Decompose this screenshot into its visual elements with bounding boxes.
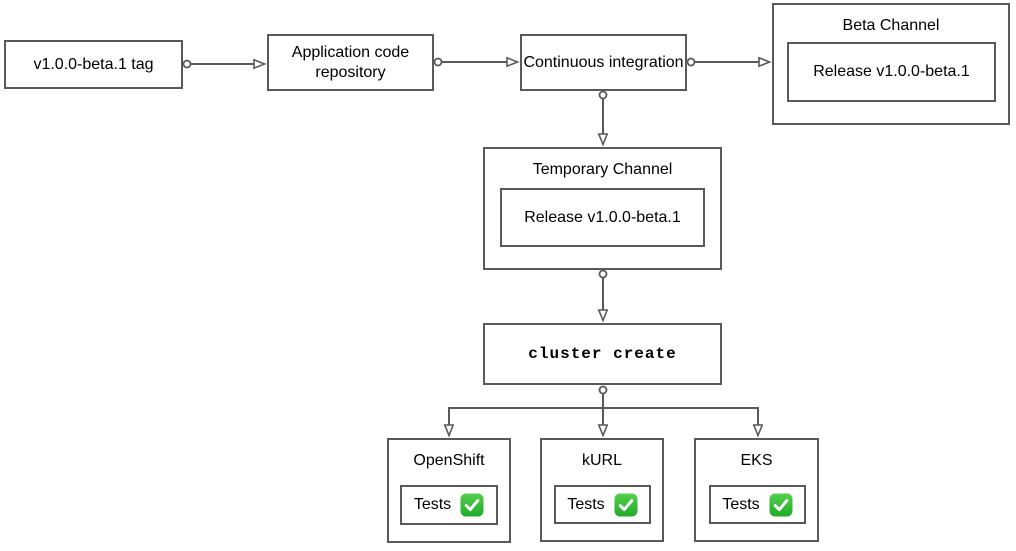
edge-source-dot bbox=[686, 57, 696, 67]
kurl-tests-box: Tests bbox=[554, 485, 651, 524]
beta-release-label: Release v1.0.0-beta.1 bbox=[813, 63, 970, 80]
temporary-release-label: Release v1.0.0-beta.1 bbox=[524, 208, 681, 226]
node-version-tag: v1.0.0-beta.1 tag bbox=[4, 40, 183, 89]
edge-source-dot bbox=[598, 385, 608, 395]
kurl-tests-label: Tests bbox=[567, 495, 605, 513]
eks-title: EKS bbox=[740, 452, 773, 469]
cluster-create-label: cluster create bbox=[528, 345, 677, 363]
edge-source-dot bbox=[598, 269, 608, 279]
node-cluster-create: cluster create bbox=[483, 323, 722, 385]
check-mark-icon bbox=[769, 493, 793, 516]
node-continuous-integration: Continuous integration bbox=[520, 34, 687, 91]
eks-tests-box: Tests bbox=[709, 485, 806, 524]
edge-source-dot bbox=[598, 90, 608, 100]
node-application-code-repository-label: Application code repository bbox=[291, 43, 410, 81]
check-mark-icon bbox=[614, 493, 638, 516]
edge-cluster-create-to-eks bbox=[602, 394, 758, 435]
openshift-title: OpenShift bbox=[413, 452, 485, 469]
node-application-code-repository: Application code repository bbox=[267, 34, 434, 91]
edge-source-dot bbox=[433, 57, 443, 67]
node-version-tag-label: v1.0.0-beta.1 tag bbox=[33, 55, 154, 73]
beta-channel-title: Beta Channel bbox=[842, 17, 940, 34]
edge-source-dot bbox=[182, 59, 192, 69]
node-continuous-integration-label: Continuous integration bbox=[523, 53, 684, 71]
eks-tests-label: Tests bbox=[722, 495, 760, 513]
node-kurl: kURL Tests bbox=[540, 438, 664, 542]
temporary-channel-title: Temporary Channel bbox=[532, 161, 673, 178]
node-eks: EKS Tests bbox=[694, 438, 819, 542]
node-beta-release: Release v1.0.0-beta.1 bbox=[787, 42, 996, 102]
openshift-tests-box: Tests bbox=[400, 485, 498, 525]
node-beta-channel: Beta Channel Release v1.0.0-beta.1 bbox=[772, 3, 1010, 125]
check-mark-icon bbox=[460, 493, 484, 517]
node-temporary-channel: Temporary Channel Release v1.0.0-beta.1 bbox=[483, 147, 722, 270]
openshift-tests-label: Tests bbox=[413, 496, 452, 513]
edge-cluster-create-to-openshift bbox=[449, 394, 604, 435]
kurl-title: kURL bbox=[581, 452, 622, 469]
node-temporary-release: Release v1.0.0-beta.1 bbox=[500, 188, 705, 247]
node-openshift: OpenShift Tests bbox=[387, 438, 511, 543]
